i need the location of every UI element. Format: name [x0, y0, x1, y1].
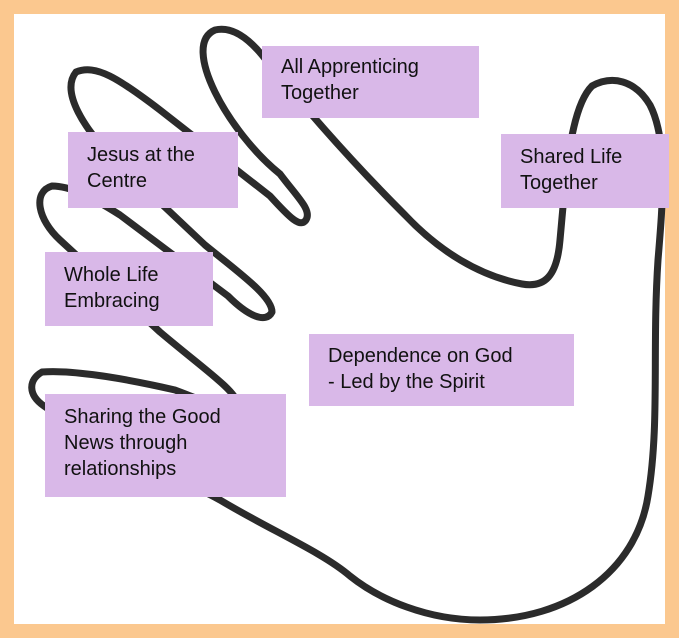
label-all-apprenticing-together: All Apprenticing Together [262, 46, 479, 118]
label-jesus-at-the-centre: Jesus at the Centre [68, 132, 238, 208]
label-shared-life-together: Shared Life Together [501, 134, 669, 208]
label-dependence-on-god: Dependence on God - Led by the Spirit [309, 334, 574, 406]
label-sharing-the-good-news: Sharing the Good News through relationsh… [45, 394, 286, 497]
label-whole-life-embracing: Whole Life Embracing [45, 252, 213, 326]
